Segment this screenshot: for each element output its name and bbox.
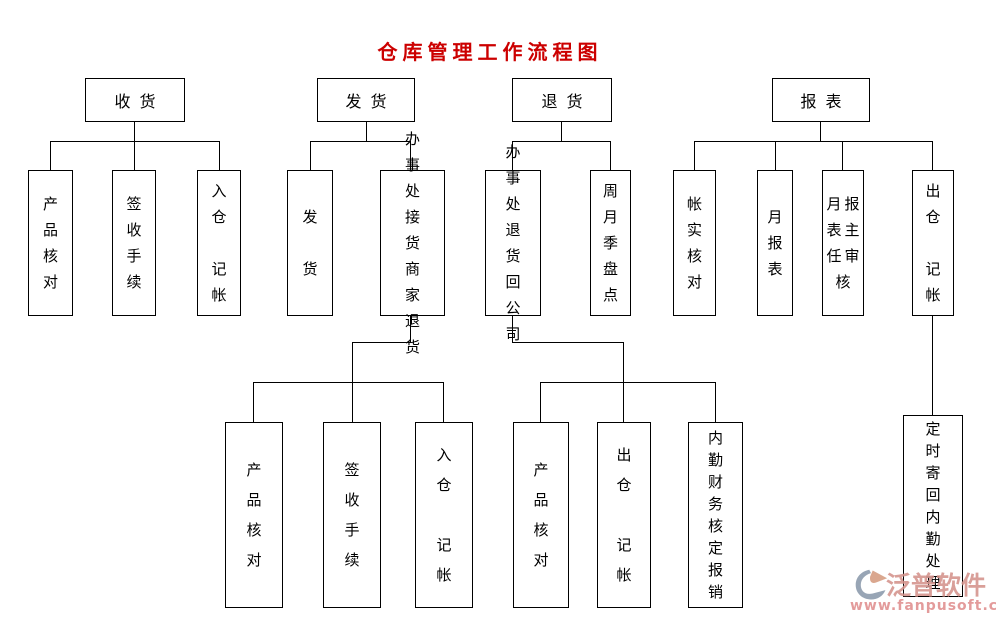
page-title: 仓库管理工作流程图 [377,40,603,64]
connector [253,382,444,383]
connector [253,382,254,422]
connector [694,141,933,142]
connector [443,382,444,422]
node-sign-procedure-shipping: 签 收 手 续 [323,422,381,608]
connector [512,141,611,142]
connector [352,342,411,343]
node-product-check-receiving: 产 品 核 对 [28,170,73,316]
node-director-review: 月报 表主 任审 核 [822,170,864,316]
connector [219,141,220,170]
node-warehouse-out-reports: 出 仓 记 帐 [912,170,954,316]
fanpu-logo-icon [854,568,888,606]
connector [50,141,220,142]
node-account-verify: 帐 实 核 对 [673,170,716,316]
watermark-brand: 泛普软件 [886,571,987,600]
node-reports: 报表 [772,78,870,122]
connector [540,382,541,422]
watermark-url: www.fanpusoft.com [850,598,996,614]
node-finance-approve-expense: 内 勤 财 务 核 定 报 销 [688,422,743,608]
connector [50,141,51,170]
connector [512,141,513,170]
connector [715,382,716,422]
node-office-pickup-merchant-returns: 办事 处接 货商 家退 货 [380,130,445,356]
connector [932,141,933,170]
node-warehouse-in-receiving: 入 仓 记 帐 [197,170,241,316]
node-inventory-count: 周 月 季 盘 点 [590,170,631,316]
connector [540,382,716,383]
connector [610,141,611,170]
connector [694,141,695,170]
connector [310,141,311,170]
connector [410,316,411,342]
node-warehouse-out-returns: 出 仓 记 帐 [597,422,651,608]
connector [820,122,821,141]
node-mail-back-office: 定 时 寄 回 内 勤 处 理 [903,415,963,597]
node-receiving: 收货 [85,78,185,122]
node-shipping: 发货 [317,78,415,122]
node-product-check-shipping: 产 品 核 对 [225,422,283,608]
node-sign-procedure-receiving: 签 收 手 续 [112,170,156,316]
connector [561,122,562,141]
connector [512,316,513,342]
connector [932,316,933,415]
connector [775,141,776,170]
node-monthly-report: 月 报 表 [757,170,793,316]
connector [310,141,411,142]
node-product-check-returns: 产 品 核 对 [513,422,569,608]
connector [512,342,624,343]
connector [366,122,367,141]
node-returns: 退货 [512,78,612,122]
watermark: 泛普软件 www.fanpusoft.com [844,566,996,617]
connector [410,141,411,170]
connector [842,141,843,170]
node-office-return-to-company: 办事 处退 货回 公司 [485,143,541,343]
node-warehouse-in-shipping: 入 仓 记 帐 [415,422,473,608]
connector [134,122,135,170]
node-dispatch-goods: 发 货 [287,170,333,316]
